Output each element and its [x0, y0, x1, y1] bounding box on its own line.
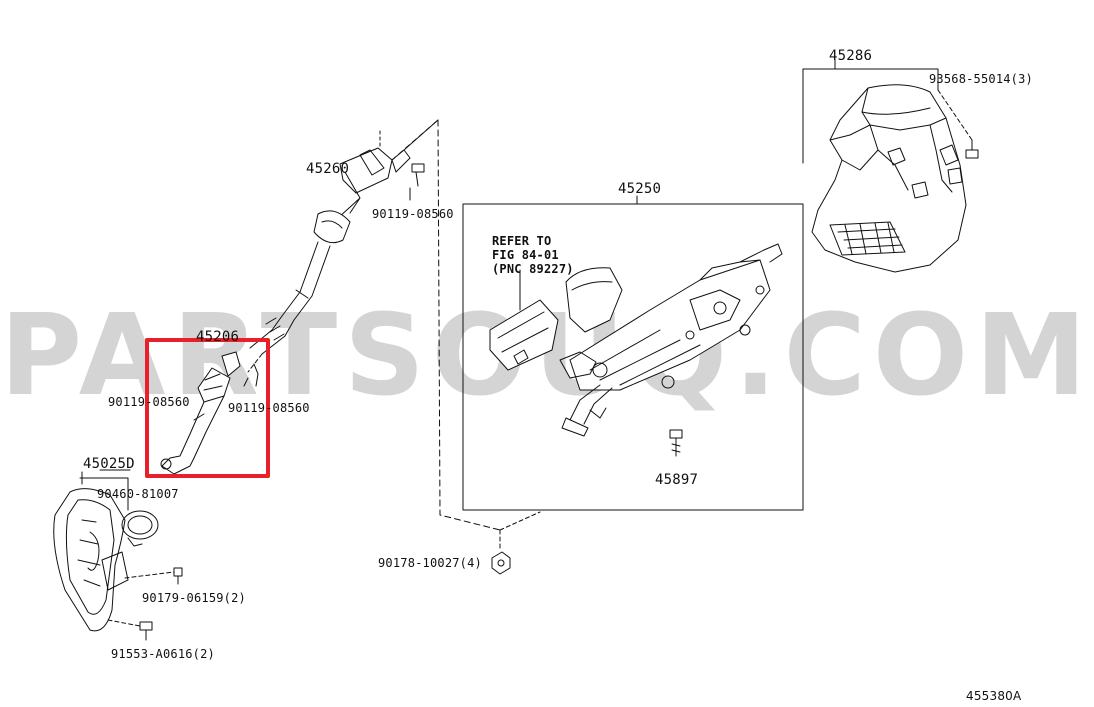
label-45025d[interactable]: 45025D: [83, 456, 135, 472]
bolt-90179[interactable]: [124, 567, 183, 585]
label-45897[interactable]: 45897: [655, 472, 699, 488]
label-90119-08560-top[interactable]: 90119-08560: [372, 207, 454, 221]
label-90119-08560-left[interactable]: 90119-08560: [108, 395, 190, 409]
highlight-box-45206: [145, 338, 270, 478]
diagram-drawing: [53, 59, 979, 641]
bolt-45897[interactable]: [669, 429, 683, 457]
bolt-91553[interactable]: [107, 619, 153, 641]
nut-90178[interactable]: [491, 511, 541, 575]
parts-diagram: PARTSOUQ.COM: [0, 48, 1087, 703]
label-90179-06159[interactable]: 90179-06159(2): [142, 591, 246, 605]
refer-note-line2: FIG 84-01: [492, 248, 559, 262]
label-45260[interactable]: 45260: [306, 161, 350, 177]
column-cover-45286[interactable]: [802, 59, 979, 273]
sliding-yoke-shaft-45206[interactable]: [160, 351, 259, 475]
refer-note-line1: REFER TO: [492, 234, 552, 248]
label-45250[interactable]: 45250: [618, 181, 662, 197]
steering-shaft-45260[interactable]: [249, 119, 439, 355]
bolt-90119-top[interactable]: [409, 163, 425, 201]
steering-boot-45025d[interactable]: [53, 477, 159, 632]
label-90178-10027[interactable]: 90178-10027(4): [378, 556, 482, 570]
refer-note-line3[interactable]: (PNC 89227): [492, 262, 574, 276]
label-90460-81007[interactable]: 90460-81007: [97, 487, 179, 501]
diagram-code: 455380A: [966, 689, 1022, 703]
label-90119-08560-right[interactable]: 90119-08560: [228, 401, 310, 415]
label-45286[interactable]: 45286: [829, 48, 873, 64]
label-91553-a0616[interactable]: 91553-A0616(2): [111, 647, 215, 661]
label-45206[interactable]: 45206: [196, 329, 240, 345]
steering-column-assy-45250[interactable]: [462, 195, 804, 511]
label-93568-55014[interactable]: 93568-55014(3): [929, 72, 1033, 86]
